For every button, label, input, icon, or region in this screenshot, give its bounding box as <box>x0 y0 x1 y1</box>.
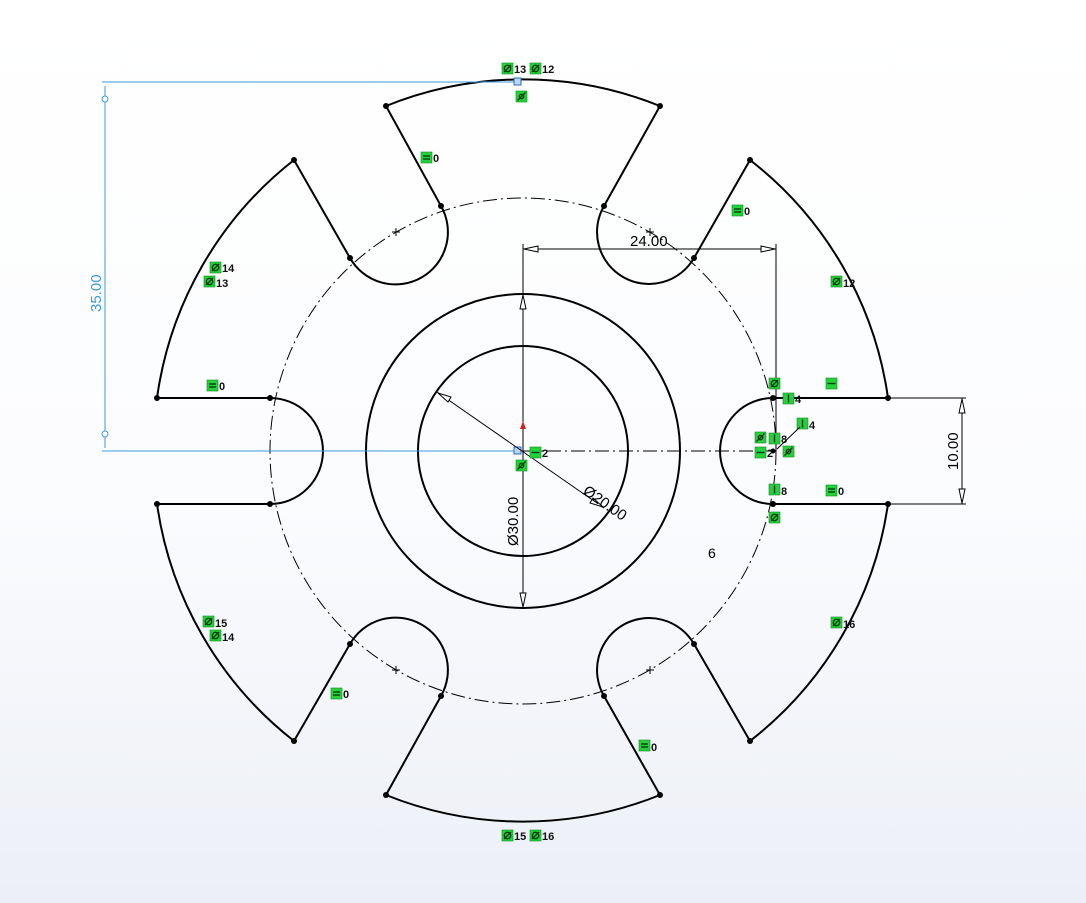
relation-label: 8 <box>781 486 787 498</box>
dimension-35[interactable]: 35.00 <box>88 81 518 448</box>
relation-label: 0 <box>651 742 657 754</box>
relation-label: 14 <box>222 632 235 644</box>
relation-tangent-icon[interactable]: 15 <box>501 829 526 843</box>
relation-tangent-icon[interactable]: 13 <box>203 275 228 290</box>
relation-vertical-icon[interactable]: 8 <box>768 483 787 498</box>
relation-tangent-icon[interactable]: 15 <box>202 615 227 630</box>
relation-coincident-icon[interactable] <box>754 431 767 444</box>
relation-equal-icon[interactable]: 0 <box>420 151 439 165</box>
relation-equal-icon[interactable]: 0 <box>825 484 844 498</box>
relation-horizontal-icon[interactable]: 2 <box>529 446 548 460</box>
dimension-d30[interactable]: Ø30.00 <box>505 294 527 608</box>
relation-icons[interactable]: 13 12 0 0 12 14 13 0 4 4 8 2 8 0 2 15 14… <box>202 62 855 843</box>
relation-tangent-icon[interactable]: 14 <box>209 629 235 644</box>
dimension-10-text[interactable]: 10.00 <box>945 432 962 470</box>
relation-label: 16 <box>843 619 855 631</box>
relation-label: 14 <box>222 263 235 275</box>
relation-label: 2 <box>542 448 548 460</box>
relation-label: 16 <box>542 831 554 843</box>
relation-label: 15 <box>514 831 526 843</box>
relation-label: 0 <box>744 206 750 218</box>
relation-vertical-icon[interactable]: 4 <box>782 392 802 406</box>
relation-leader <box>776 426 801 450</box>
relation-tangent-icon[interactable]: 16 <box>830 616 855 631</box>
relation-tangent-icon[interactable] <box>768 511 781 524</box>
relation-tangent-icon[interactable]: 12 <box>830 275 855 290</box>
relation-tangent-icon[interactable] <box>768 377 781 390</box>
relation-horizontal-icon[interactable] <box>825 377 838 390</box>
relation-label: 4 <box>795 394 802 406</box>
relation-label: 12 <box>542 64 554 76</box>
relation-label: 13 <box>514 64 526 76</box>
relation-tangent-icon[interactable]: 13 <box>501 62 526 76</box>
relation-label: 0 <box>433 153 439 165</box>
relation-equal-icon[interactable]: 0 <box>206 379 225 393</box>
relation-label: 0 <box>838 486 844 498</box>
relation-label: 13 <box>216 278 228 290</box>
relation-tangent-icon[interactable]: 16 <box>529 829 554 843</box>
relation-coincident-icon[interactable] <box>515 90 528 103</box>
sketch-points[interactable] <box>154 103 891 798</box>
relation-equal-icon[interactable]: 0 <box>638 739 657 754</box>
construction-marks <box>392 228 654 674</box>
relation-coincident-icon[interactable] <box>515 459 528 472</box>
relation-label: 8 <box>781 434 787 446</box>
relation-label: 0 <box>219 381 225 393</box>
relation-equal-icon[interactable]: 0 <box>330 687 349 701</box>
relation-vertical-icon[interactable]: 4 <box>796 417 816 432</box>
dimension-24-text[interactable]: 24.00 <box>630 233 668 250</box>
dimension-24[interactable]: 24.00 <box>522 233 777 451</box>
top-point-marker[interactable] <box>513 77 522 86</box>
origin-arrow <box>520 421 526 429</box>
dimension-d30-text[interactable]: Ø30.00 <box>505 497 522 546</box>
relation-label: 15 <box>215 618 227 630</box>
dimension-10[interactable]: 10.00 <box>888 397 966 505</box>
relation-coincident-icon[interactable] <box>782 445 795 458</box>
relation-label: 12 <box>843 278 855 290</box>
relation-horizontal-icon[interactable]: 2 <box>754 446 773 460</box>
relation-label: 4 <box>809 420 816 432</box>
relation-tangent-icon[interactable]: 12 <box>529 62 554 76</box>
free-label-6: 6 <box>708 545 716 561</box>
relation-tangent-icon[interactable]: 14 <box>209 261 235 275</box>
dimension-35-text[interactable]: 35.00 <box>88 274 105 312</box>
relation-equal-icon[interactable]: 0 <box>731 204 750 218</box>
relation-vertical-icon[interactable]: 8 <box>768 432 787 446</box>
relation-label: 2 <box>767 448 773 460</box>
relation-label: 0 <box>343 689 349 701</box>
